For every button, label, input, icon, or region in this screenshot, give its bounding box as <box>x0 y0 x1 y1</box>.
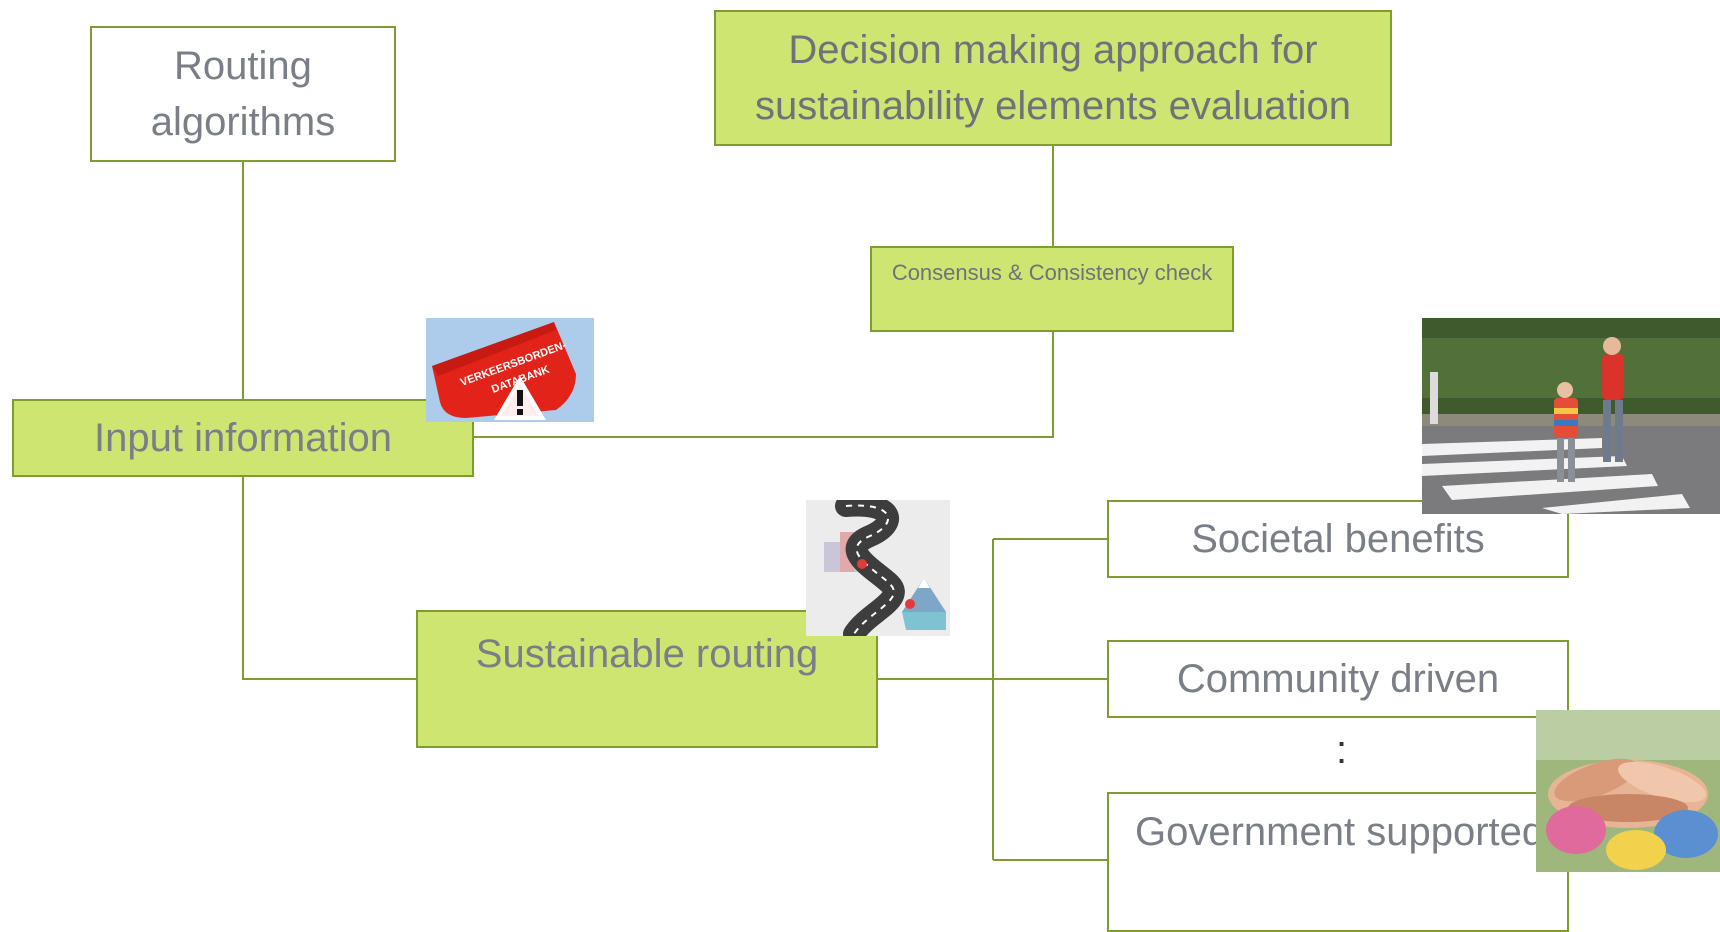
connector-input-sustainable <box>242 477 416 680</box>
societal-benefits-node: Societal benefits <box>1107 500 1569 578</box>
consensus-check-node: Consensus & Consistency check <box>870 246 1234 332</box>
sustainable-routing-node: Sustainable routing <box>416 610 878 748</box>
decision-approach-line1: Decision making approach for <box>788 28 1318 72</box>
routing-algorithms-node: Routing algorithms <box>90 26 396 162</box>
societal-benefits-label: Societal benefits <box>1191 516 1485 561</box>
more-items-ellipsis: : <box>1336 728 1348 772</box>
pedestrian-crossing-photo <box>1422 318 1720 514</box>
community-driven-node: Community driven <box>1107 640 1569 718</box>
consensus-check-label: Consensus & Consistency check <box>891 260 1213 285</box>
stacked-hands-photo <box>1536 710 1720 872</box>
input-information-node: Input information <box>12 399 474 477</box>
routing-algorithms-line2: algorithms <box>150 100 336 144</box>
government-supported-label: Government supported <box>1135 810 1545 854</box>
connector-consensus-input <box>474 332 1054 438</box>
community-driven-label: Community driven <box>1176 656 1500 701</box>
traffic-sign-database-logo: VERKEERSBORDEN- DATABANK <box>426 318 594 422</box>
decision-approach-node: Decision making approach for sustainabil… <box>714 10 1392 146</box>
winding-road-map-icon <box>806 500 950 636</box>
decision-approach-line2: sustainability elements evaluation <box>755 84 1351 128</box>
routing-algorithms-line1: Routing <box>174 44 312 88</box>
input-information-label: Input information <box>94 415 392 460</box>
government-supported-node: Government supported <box>1107 792 1569 932</box>
sustainable-routing-label: Sustainable routing <box>475 632 819 676</box>
